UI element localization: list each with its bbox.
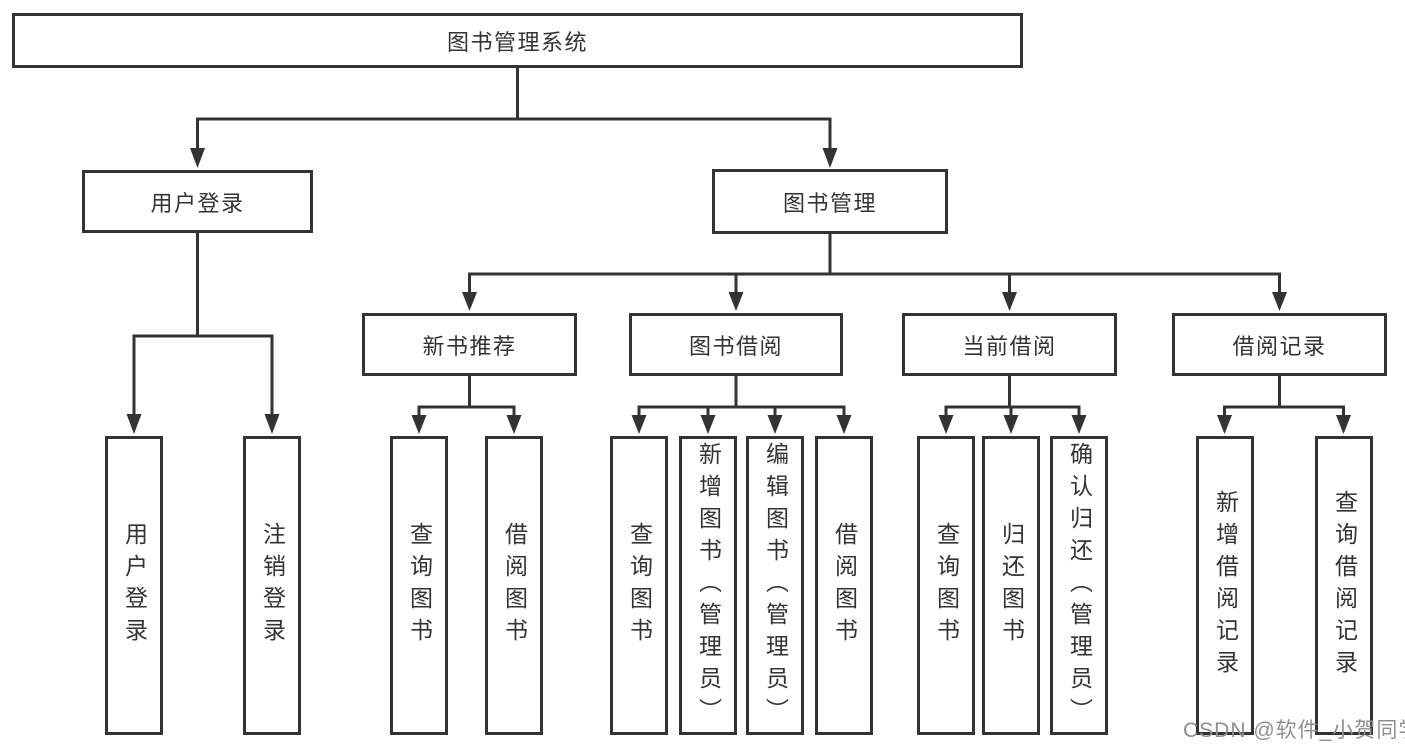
node-label: 新增图书（管理员） [695,441,722,730]
node-user-login: 用户登录 [82,170,313,233]
leaf-borrow-books-borrowing: 借阅图书 [815,436,873,735]
node-label: 查询图书 [933,521,960,650]
leaf-confirm-return-admin: 确认归还（管理员） [1050,436,1108,735]
connector-user-login-to-leaves [126,233,280,434]
arrow-down-icon [126,414,142,434]
leaf-borrow-books-recommend: 借阅图书 [485,436,543,735]
arrow-down-icon [822,148,838,168]
leaf-query-borrow-record: 查询借阅记录 [1315,436,1373,735]
arrow-down-icon [462,292,477,311]
node-label: 注销登录 [259,521,286,650]
connector-root-to-level2 [190,68,838,168]
leaf-query-books-borrowing: 查询图书 [610,436,668,735]
node-label: 确认归还（管理员） [1066,441,1093,730]
arrow-down-icon [836,415,852,434]
arrow-down-icon [411,415,427,434]
arrow-down-icon [767,415,783,434]
node-label: 图书借阅 [688,333,783,359]
leaf-edit-book-admin: 编辑图书（管理员） [746,436,804,735]
node-book-borrowing: 图书借阅 [629,313,843,376]
node-current-borrowing: 当前借阅 [902,313,1117,376]
arrow-down-icon [264,414,280,434]
node-library-management-system: 图书管理系统 [12,13,1023,68]
connector-new-book-recommendation-to-leaves [411,376,522,434]
arrow-down-icon [1002,292,1017,311]
node-label: 新增借阅记录 [1212,489,1239,682]
node-label: 图书管理 [782,190,877,216]
node-label: 当前借阅 [962,333,1057,359]
node-label: 归还图书 [998,521,1025,650]
watermark: CSDN @软件_小贺同学 [1183,719,1405,742]
leaf-query-books-recommend: 查询图书 [390,436,448,735]
connector-current-borrowing-to-leaves [938,376,1087,434]
arrow-down-icon [631,415,647,434]
arrow-down-icon [728,292,744,311]
node-label: 用户登录 [121,521,148,650]
node-label: 编辑图书（管理员） [762,441,789,730]
arrow-down-icon [1336,415,1351,434]
node-label: 查询图书 [406,521,433,650]
connector-book-borrowing-to-leaves [631,376,852,434]
arrow-down-icon [1003,415,1019,434]
node-book-management: 图书管理 [712,169,948,234]
node-borrowing-records: 借阅记录 [1172,313,1387,376]
leaf-add-book-admin: 新增图书（管理员） [679,436,737,735]
node-label: 图书管理系统 [446,29,588,55]
leaf-add-borrow-record: 新增借阅记录 [1196,436,1254,735]
node-label: 用户登录 [150,190,245,216]
arrow-down-icon [938,415,954,434]
arrow-down-icon [1071,415,1087,434]
node-label: 借阅图书 [501,521,528,650]
leaf-return-book: 归还图书 [982,436,1040,735]
connector-book-management-to-level3 [462,234,1287,311]
node-label: 借阅记录 [1232,333,1327,359]
node-new-book-recommendation: 新书推荐 [362,313,577,376]
node-label: 新书推荐 [422,333,517,359]
node-label: 查询图书 [626,521,653,650]
arrow-down-icon [700,415,716,434]
leaf-query-books-current: 查询图书 [917,436,975,735]
leaf-user-login: 用户登录 [105,436,163,735]
node-label: 查询借阅记录 [1331,489,1358,682]
leaf-logout: 注销登录 [243,436,301,735]
arrow-down-icon [1217,415,1232,434]
arrow-down-icon [1272,292,1287,311]
node-label: 借阅图书 [831,521,858,650]
arrow-down-icon [190,148,205,168]
connector-borrowing-records-to-leaves [1217,376,1351,434]
arrow-down-icon [506,415,522,434]
